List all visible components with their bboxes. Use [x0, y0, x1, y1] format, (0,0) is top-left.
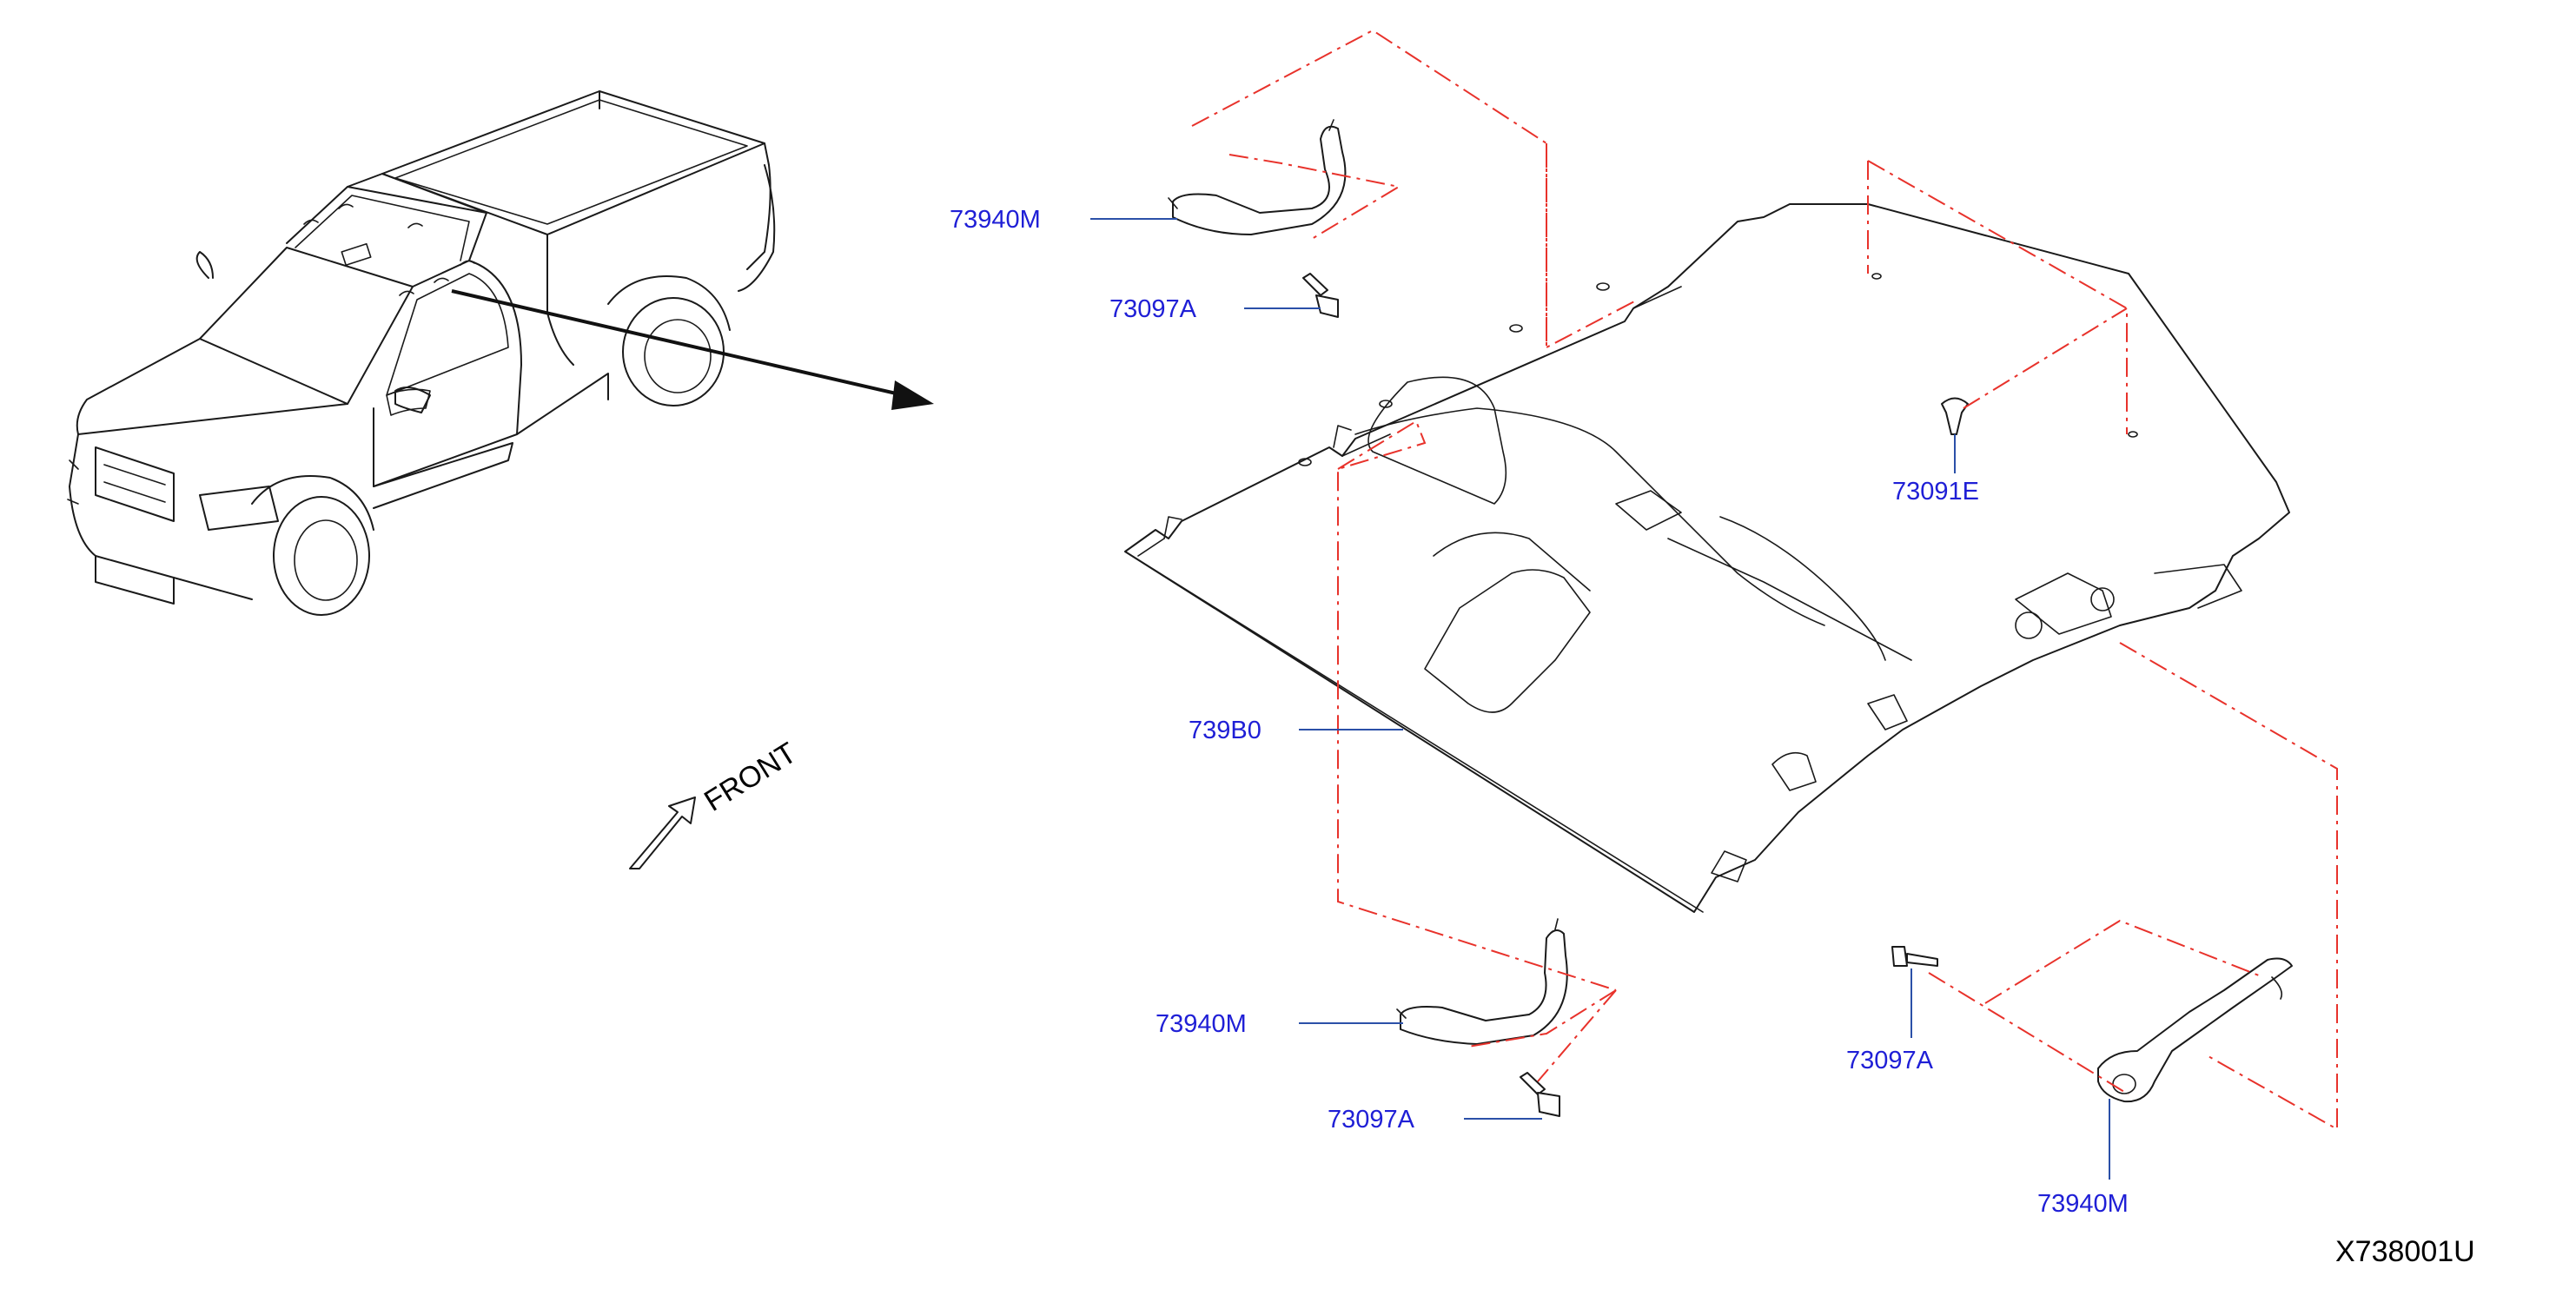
label-bolt-upper: 73097A	[1109, 295, 1197, 323]
label-clip: 73091E	[1892, 478, 1979, 506]
pointer-arrow	[451, 289, 934, 410]
bolt-right-part	[1891, 946, 1938, 967]
front-label: FRONT	[699, 737, 802, 818]
leader-lines	[1090, 218, 2110, 1180]
diagram-id: X738001U	[2335, 1235, 2475, 1268]
bolt-upper-part	[1302, 273, 1339, 318]
headlining-panel	[1124, 203, 2290, 913]
label-handle-upper: 73940M	[950, 206, 1041, 234]
label-handle-right: 73940M	[2037, 1190, 2129, 1218]
label-bolt-right: 73097A	[1846, 1047, 1934, 1074]
clip-73091E-part	[1941, 397, 1969, 435]
assist-handle-lower-part	[1396, 918, 1568, 1045]
label-handle-lower: 73940M	[1156, 1010, 1247, 1038]
pickup-truck-illustration	[67, 90, 776, 616]
bolt-lower-part	[1520, 1072, 1560, 1117]
label-bolt-lower: 73097A	[1328, 1106, 1415, 1134]
assist-handle-upper-part	[1168, 119, 1347, 235]
front-direction-indicator: FRONT	[629, 737, 803, 869]
assembly-dashed-lines	[1191, 29, 2338, 1131]
label-headlining: 739B0	[1189, 717, 1262, 744]
assist-handle-right-part	[2097, 957, 2293, 1103]
